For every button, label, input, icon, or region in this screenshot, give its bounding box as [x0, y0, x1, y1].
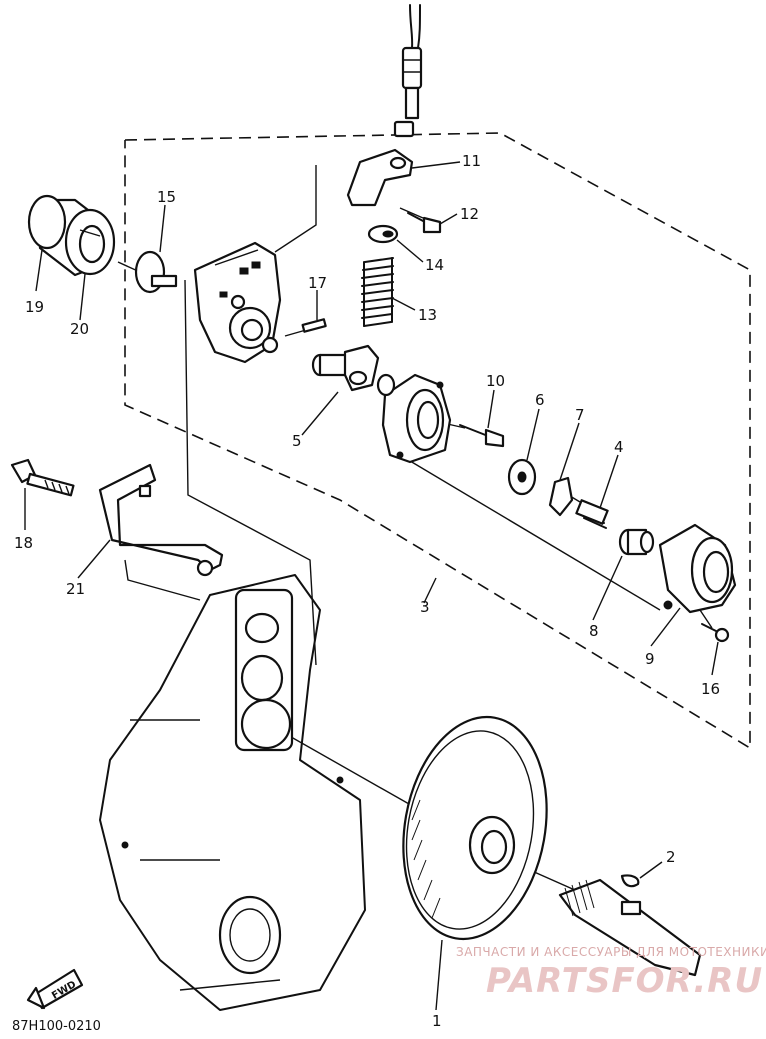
watermark-brand: PARTSFOR.RU — [486, 961, 763, 1001]
callout-leaders — [24, 161, 719, 1011]
plate-part-15 — [134, 250, 178, 294]
shaft-part-5 — [311, 344, 380, 392]
callout-labels: 1 2 3 4 5 6 7 8 9 10 11 12 13 14 15 16 1… — [14, 152, 720, 1030]
bolt-part-4 — [575, 499, 609, 529]
callout-20: 20 — [70, 320, 89, 338]
housing-body — [193, 241, 282, 364]
diagram-code: 87H100-0210 — [12, 1019, 101, 1034]
collar-part-14 — [367, 224, 399, 244]
end-cover-part-9 — [658, 523, 737, 614]
cap-part-8 — [618, 528, 655, 556]
callout-2: 2 — [666, 848, 676, 866]
callout-3: 3 — [420, 598, 430, 616]
governor-cover — [376, 373, 452, 464]
callout-17: 17 — [308, 274, 327, 292]
bracket-part-21 — [98, 463, 224, 577]
clip-part-7 — [548, 476, 574, 517]
callout-18: 18 — [14, 534, 33, 552]
bolt-part-10 — [459, 424, 505, 448]
key-part-2 — [620, 874, 640, 888]
screw-part-12 — [407, 212, 442, 234]
callout-14: 14 — [425, 256, 444, 274]
callout-11: 11 — [462, 152, 481, 170]
assembly-boundary-dashed — [124, 132, 751, 750]
callout-16: 16 — [701, 680, 720, 698]
pulley-disc-part-1 — [402, 715, 548, 941]
callout-12: 12 — [460, 205, 479, 223]
pin-part-17 — [301, 318, 327, 333]
watermark-tagline: ЗАПЧАСТИ И АКСЕССУАРЫ ДЛЯ МОТОТЕХНИКИ — [456, 945, 766, 959]
throttle-cable — [393, 4, 423, 138]
callout-7: 7 — [575, 406, 585, 424]
callout-19: 19 — [25, 298, 44, 316]
cap-parts-19-20 — [27, 194, 116, 277]
callout-21: 21 — [66, 580, 85, 598]
drive-shaft — [558, 878, 702, 977]
callout-4: 4 — [614, 438, 624, 456]
spring-part-13 — [361, 257, 394, 327]
crankcase — [99, 574, 366, 1011]
callout-9: 9 — [645, 650, 655, 668]
callout-8: 8 — [589, 622, 599, 640]
callout-13: 13 — [418, 306, 437, 324]
fwd-arrow-icon: FWD — [26, 968, 84, 1010]
callout-15: 15 — [157, 188, 176, 206]
watermark: ЗАПЧАСТИ И АКСЕССУАРЫ ДЛЯ МОТОТЕХНИКИ PA… — [456, 945, 766, 1001]
lever-arm-part — [346, 148, 414, 207]
bolt-part-18 — [10, 458, 75, 497]
callout-1: 1 — [432, 1012, 442, 1030]
callout-6: 6 — [535, 391, 545, 409]
callout-10: 10 — [486, 372, 505, 390]
screw-part-16 — [701, 623, 730, 643]
washer-part-6 — [507, 458, 537, 496]
callout-5: 5 — [292, 432, 302, 450]
